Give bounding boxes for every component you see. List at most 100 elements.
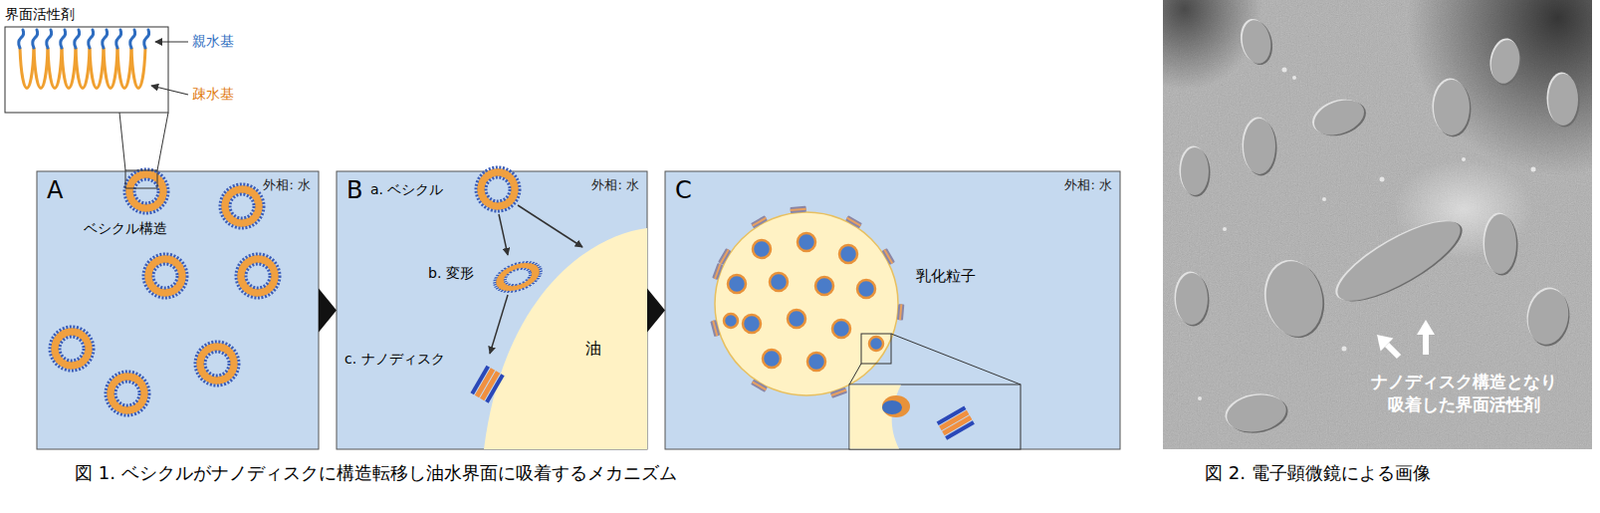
em-shadow	[1162, 0, 1593, 450]
panel-letter: B	[346, 175, 363, 206]
panel-box: A外相: 水ベシクル構造	[36, 171, 319, 450]
structure-label: ベシクル構造	[83, 220, 168, 238]
phase-label: 外相: 水	[1064, 177, 1113, 194]
adsorbed-disc	[807, 352, 826, 371]
panel-box: 油 B 外相: 水	[336, 171, 648, 450]
panel-ground	[36, 171, 319, 450]
adsorbed-disc	[797, 232, 816, 251]
adsorbed-disc-group	[723, 232, 884, 371]
nanodisc	[750, 379, 768, 393]
panel-ground	[336, 171, 648, 450]
emulsion-particle	[714, 212, 899, 396]
inset-heading: 界面活性剤	[4, 5, 75, 24]
hydrophilic-head	[144, 29, 150, 48]
vesicle	[143, 253, 188, 298]
process-arrow	[498, 214, 508, 255]
adsorbed-disc	[882, 400, 903, 415]
part-label: 親水基	[192, 32, 234, 51]
vesicle	[49, 326, 94, 371]
surfactant-inset: 界面活性剤	[4, 5, 169, 113]
adsorbed-disc	[723, 313, 738, 328]
panel-ground	[665, 171, 1121, 450]
em-particle	[1307, 91, 1372, 144]
em-particle	[1432, 78, 1472, 138]
nanodisc	[469, 365, 504, 404]
hydrophobic-tail	[19, 47, 34, 89]
part-label: 疎水基	[192, 85, 234, 104]
flow-arrow	[647, 288, 666, 333]
hydrophilic-head	[88, 29, 94, 48]
oil-region: 油	[485, 228, 648, 450]
hydrophilic-head	[32, 29, 38, 48]
adsorbed-disc	[832, 319, 851, 338]
em-particle	[1325, 205, 1472, 317]
adsorbed-disc	[727, 274, 746, 293]
adsorbed-disc	[857, 279, 876, 298]
hydrophilic-head	[74, 29, 80, 48]
hydrophilic-head	[102, 29, 108, 48]
em-particle	[1242, 117, 1278, 177]
nanodisc	[897, 303, 905, 320]
panel-letter: C	[675, 175, 692, 206]
leader-arrow	[151, 85, 189, 95]
em-particle	[1483, 213, 1519, 276]
adsorbed-disc	[762, 349, 781, 368]
hydrophilic-head	[116, 29, 122, 48]
nanodisc	[717, 247, 731, 265]
em-particle	[1174, 271, 1210, 327]
process-arrow	[517, 205, 583, 247]
vesicle	[124, 169, 169, 214]
adsorbed-disc	[769, 272, 788, 291]
nanodisc	[845, 215, 863, 229]
hydrophobic-tail	[75, 47, 90, 89]
em-image	[1162, 0, 1593, 450]
zoom-box	[125, 170, 158, 189]
leader-arrow	[155, 40, 189, 42]
em-particle	[1522, 283, 1576, 350]
em-particle	[1547, 72, 1581, 128]
hydrophobic-tail	[117, 47, 132, 89]
process-arrow	[489, 294, 508, 354]
zoom-line	[157, 112, 169, 171]
adsorbed-disc	[882, 395, 911, 418]
step-label: b. 変形	[428, 264, 474, 283]
zoom-line	[891, 333, 1021, 385]
hydrophilic-head	[130, 29, 136, 48]
nanodisc	[789, 206, 806, 214]
nanodisc	[711, 262, 723, 280]
zoom-box	[861, 333, 892, 364]
oil-label: 油	[585, 338, 602, 359]
vesicle	[195, 341, 239, 386]
nanodisc	[936, 405, 975, 440]
panel-letter: A	[46, 175, 63, 206]
adsorbed-disc	[787, 309, 806, 328]
hydrophilic-head	[60, 29, 66, 48]
em-speckles	[1197, 67, 1537, 402]
phase-label: 外相: 水	[591, 177, 640, 194]
adsorbed-disc	[742, 314, 761, 333]
zoom-inset	[849, 384, 1021, 450]
adsorbed-disc	[752, 239, 771, 258]
hydrophobic-tail	[103, 47, 118, 89]
figure-caption: 図 1. ベシクルがナノディスクに構造転移し油水界面に吸着するメカニズム	[74, 461, 678, 485]
step-label: c. ナノディスク	[344, 350, 446, 369]
micrograph-image: ナノディスク構造となり 吸着した界面活性剤	[1162, 0, 1593, 450]
em-particle	[1258, 254, 1331, 343]
pointer-arrow	[1422, 333, 1429, 355]
vesicle	[235, 253, 280, 298]
em-shadow	[1162, 0, 1593, 450]
zoom-line	[119, 112, 126, 171]
em-particle	[1486, 35, 1526, 88]
hydrophobic-tail	[61, 47, 76, 89]
nanodisc	[882, 247, 896, 265]
adsorbed-disc	[839, 244, 858, 263]
pointer-arrow	[1376, 334, 1393, 351]
nanodisc	[830, 387, 848, 399]
hydrophobic-tail	[89, 47, 104, 89]
hydrophilic-head	[18, 29, 24, 48]
nanodisc	[750, 215, 768, 229]
step-label: a. ベシクル	[370, 181, 444, 200]
oil-phase	[483, 228, 648, 450]
hydrophobic-tail	[33, 47, 48, 89]
